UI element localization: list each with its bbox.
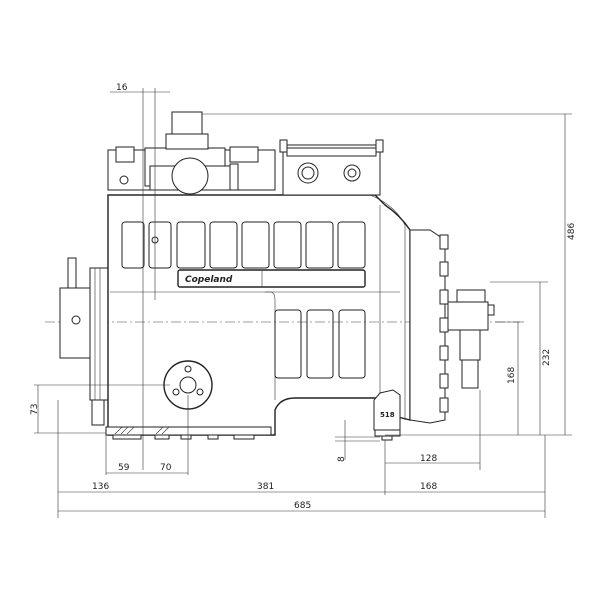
dim-label: 59 [118, 463, 130, 473]
brand-logo-text: Copeland [185, 275, 233, 285]
upper-cooling-panels [121, 221, 366, 269]
dim-label: 168 [420, 482, 437, 492]
dim-16: 16 [110, 83, 170, 470]
dim-8: 8 [335, 420, 380, 462]
lower-cooling-panels [274, 309, 366, 379]
dim-label: 128 [420, 454, 437, 464]
service-valve [447, 289, 495, 389]
dim-label: 70 [160, 463, 172, 473]
dim-label: 486 [567, 223, 577, 240]
dim-label: 136 [92, 482, 109, 492]
dim-label: 8 [337, 456, 347, 462]
solenoid-valve [149, 111, 239, 195]
dim-label: 685 [294, 501, 311, 511]
compressor-body: Copeland [107, 194, 411, 436]
dim-label: 73 [30, 404, 40, 415]
base-feet: 518 [105, 389, 401, 441]
discharge-head [409, 229, 449, 424]
dim-vertical-right: 486 232 168 [202, 113, 577, 436]
dim-label: 381 [257, 482, 274, 492]
dim-label: 232 [542, 349, 552, 366]
dim-label: 16 [116, 83, 128, 93]
dim-horizontal-bottom: 59 70 128 136 381 168 685 [57, 390, 546, 518]
terminal-box [279, 139, 384, 196]
motor-end-cover [59, 257, 109, 426]
foot-part-mark: 518 [380, 411, 395, 419]
brand-plate: Copeland [177, 269, 366, 288]
dim-label: 168 [507, 367, 517, 384]
dim-73: 73 [30, 384, 170, 434]
